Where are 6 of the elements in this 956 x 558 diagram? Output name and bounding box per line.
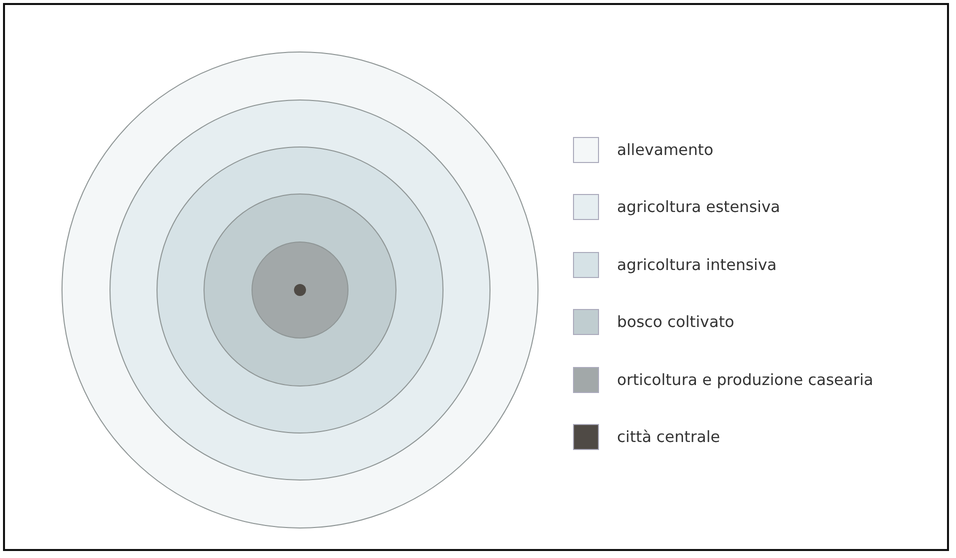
- legend-label: agricoltura intensiva: [617, 256, 777, 274]
- legend-label: agricoltura estensiva: [617, 198, 780, 216]
- legend-label: città centrale: [617, 428, 720, 446]
- legend-label: bosco coltivato: [617, 313, 734, 332]
- legend-label: allevamento: [617, 141, 714, 159]
- legend-label: orticoltura e produzione casearia: [617, 370, 874, 389]
